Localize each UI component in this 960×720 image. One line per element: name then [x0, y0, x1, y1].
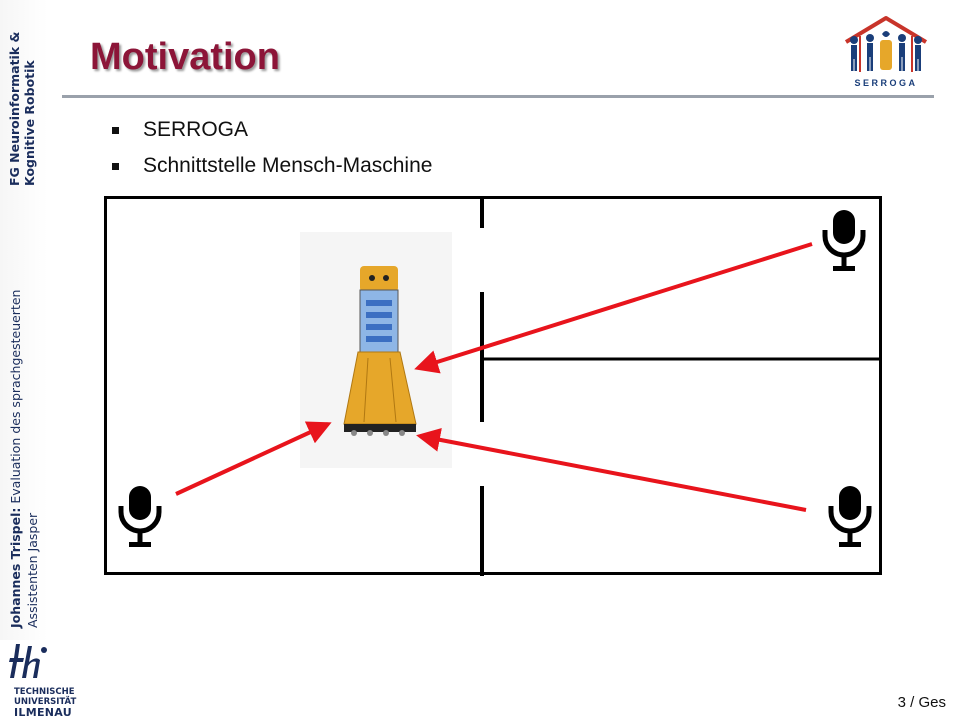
- title-divider: [62, 95, 934, 98]
- microphone-bottom-left-icon: [121, 486, 159, 547]
- microphone-top-right-icon: [825, 210, 863, 271]
- tu-ilmenau-logo: [9, 644, 47, 678]
- author-name: Johannes Trispel:: [8, 507, 23, 628]
- bullet-text: SERROGA: [143, 118, 249, 141]
- tu-line-1: TECHNISCHE: [14, 687, 75, 697]
- room-border: [104, 196, 882, 575]
- floor-plan-diagram: [104, 196, 882, 576]
- tu-line-3: ILMENAU: [14, 706, 72, 719]
- thesis-title: Evaluation des sprachgesteuerten: [8, 289, 23, 504]
- author-line: Johannes Trispel: Evaluation des sprachg…: [8, 290, 24, 628]
- bullet-item: Schnittstelle Mensch-Maschine: [112, 148, 432, 184]
- bullet-square-icon: [112, 162, 119, 170]
- tu-line-2: UNIVERSITÄT: [14, 696, 77, 707]
- serroga-logo-text: SERROGA: [854, 78, 917, 88]
- bullet-text: Schnittstelle Mensch-Maschine: [143, 154, 433, 177]
- bullet-item: SERROGA: [112, 112, 432, 148]
- chair-label: FG Neuroinformatik & Kognitive Robotik: [7, 32, 37, 186]
- bullet-square-icon: [112, 126, 119, 134]
- arrow-top-right-to-robot: [414, 242, 813, 374]
- page-number: 3 / Ges: [897, 694, 946, 711]
- robot-image: [300, 232, 452, 468]
- slide-title: Motivation: [90, 36, 280, 78]
- arrow-bottom-right-to-robot: [416, 427, 807, 512]
- assistant-line: Assistenten Jasper: [25, 512, 40, 628]
- serroga-logo: SERROGA: [844, 16, 928, 88]
- sidebar-band: [0, 0, 48, 640]
- chair-line-1: FG Neuroinformatik &: [7, 31, 22, 186]
- bullet-list: SERROGA Schnittstelle Mensch-Maschine: [112, 112, 432, 184]
- chair-line-2: Kognitive Robotik: [22, 60, 37, 186]
- arrow-bottom-left-to-robot: [175, 421, 332, 496]
- microphone-bottom-right-icon: [831, 486, 869, 547]
- tu-ilmenau-wordmark: TECHNISCHE UNIVERSITÄT ILMENAU: [14, 687, 77, 719]
